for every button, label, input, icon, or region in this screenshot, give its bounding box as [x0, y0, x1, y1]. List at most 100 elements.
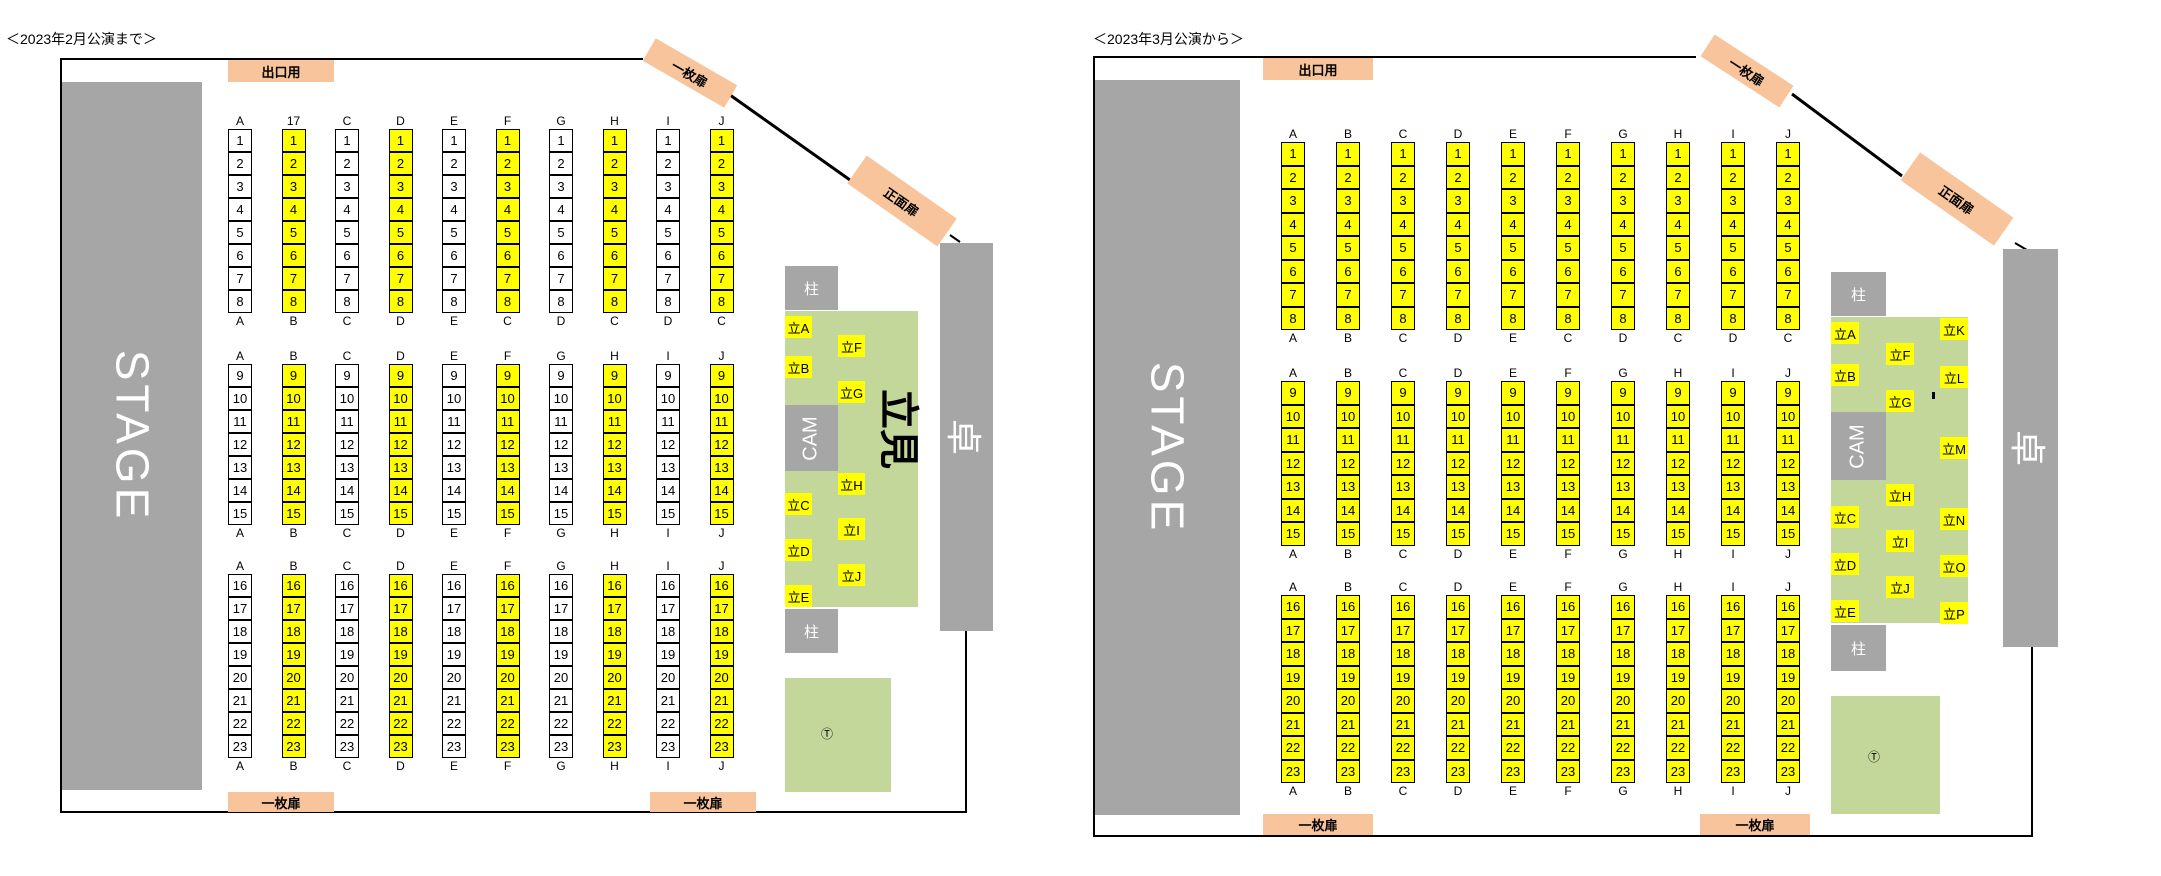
- seat[interactable]: 16: [602, 574, 627, 597]
- seat[interactable]: 13: [602, 456, 627, 479]
- seat[interactable]: 14: [1336, 498, 1360, 522]
- seat[interactable]: 22: [1666, 736, 1690, 760]
- seat[interactable]: 12: [495, 433, 520, 456]
- seat[interactable]: 16: [549, 574, 573, 597]
- seat[interactable]: 23: [602, 735, 627, 758]
- seat[interactable]: 13: [1446, 475, 1470, 499]
- seat[interactable]: 2: [335, 152, 359, 175]
- seat[interactable]: 21: [1281, 712, 1305, 736]
- seat[interactable]: 15: [709, 502, 734, 525]
- seat[interactable]: 20: [388, 666, 413, 689]
- seat[interactable]: 22: [281, 712, 306, 735]
- seat[interactable]: 21: [602, 689, 627, 712]
- seat[interactable]: 19: [281, 643, 306, 666]
- seat[interactable]: 6: [1446, 259, 1470, 283]
- seat[interactable]: 1: [1666, 142, 1690, 166]
- seat[interactable]: 7: [1446, 283, 1470, 307]
- seat[interactable]: 4: [228, 198, 252, 221]
- seat[interactable]: 2: [1336, 165, 1360, 189]
- seat[interactable]: 17: [656, 597, 680, 620]
- seat[interactable]: 17: [1446, 618, 1470, 642]
- seat[interactable]: 9: [495, 364, 520, 387]
- seat[interactable]: 19: [709, 643, 734, 666]
- seat[interactable]: 11: [1721, 428, 1745, 452]
- seat[interactable]: 22: [549, 712, 573, 735]
- seat[interactable]: 19: [1501, 665, 1525, 689]
- seat[interactable]: 19: [1391, 665, 1415, 689]
- seat[interactable]: 8: [1776, 306, 1800, 330]
- seat[interactable]: 17: [388, 597, 413, 620]
- seat[interactable]: 1: [228, 129, 252, 152]
- seat[interactable]: 23: [1446, 759, 1470, 783]
- seat[interactable]: 21: [656, 689, 680, 712]
- seat[interactable]: 17: [1501, 618, 1525, 642]
- seat[interactable]: 12: [1776, 451, 1800, 475]
- seat[interactable]: 9: [549, 364, 573, 387]
- seat[interactable]: 8: [1666, 306, 1690, 330]
- seat[interactable]: 4: [1391, 212, 1415, 236]
- seat[interactable]: 16: [1391, 595, 1415, 619]
- seat[interactable]: 22: [495, 712, 520, 735]
- seat[interactable]: 23: [388, 735, 413, 758]
- seat[interactable]: 3: [1556, 189, 1580, 213]
- seat[interactable]: 13: [442, 456, 466, 479]
- seat[interactable]: 3: [388, 175, 413, 198]
- seat[interactable]: 14: [495, 479, 520, 502]
- seat[interactable]: 21: [1446, 712, 1470, 736]
- seat[interactable]: 14: [1391, 498, 1415, 522]
- seat[interactable]: 3: [1446, 189, 1470, 213]
- seat[interactable]: 21: [1501, 712, 1525, 736]
- seat[interactable]: 5: [1281, 236, 1305, 260]
- seat[interactable]: 22: [388, 712, 413, 735]
- seat[interactable]: 9: [1721, 381, 1745, 405]
- seat[interactable]: 14: [1611, 498, 1635, 522]
- seat[interactable]: 19: [656, 643, 680, 666]
- seat[interactable]: 16: [1281, 595, 1305, 619]
- seat[interactable]: 11: [1336, 428, 1360, 452]
- seat[interactable]: 23: [281, 735, 306, 758]
- seat[interactable]: 6: [549, 244, 573, 267]
- seat[interactable]: 7: [1611, 283, 1635, 307]
- seat[interactable]: 9: [1611, 381, 1635, 405]
- seat[interactable]: 11: [1281, 428, 1305, 452]
- seat[interactable]: 1: [602, 129, 627, 152]
- seat[interactable]: 18: [1281, 642, 1305, 666]
- seat[interactable]: 18: [602, 620, 627, 643]
- seat[interactable]: 20: [495, 666, 520, 689]
- seat[interactable]: 13: [335, 456, 359, 479]
- seat[interactable]: 13: [1556, 475, 1580, 499]
- seat[interactable]: 1: [495, 129, 520, 152]
- seat[interactable]: 19: [1776, 665, 1800, 689]
- seat[interactable]: 17: [1336, 618, 1360, 642]
- seat[interactable]: 9: [335, 364, 359, 387]
- seat[interactable]: 8: [388, 290, 413, 313]
- seat[interactable]: 19: [549, 643, 573, 666]
- seat[interactable]: 1: [442, 129, 466, 152]
- seat[interactable]: 9: [1281, 381, 1305, 405]
- seat[interactable]: 18: [495, 620, 520, 643]
- seat[interactable]: 15: [549, 502, 573, 525]
- seat[interactable]: 5: [1501, 236, 1525, 260]
- seat[interactable]: 12: [228, 433, 252, 456]
- seat[interactable]: 14: [228, 479, 252, 502]
- seat[interactable]: 17: [228, 597, 252, 620]
- seat[interactable]: 18: [281, 620, 306, 643]
- seat[interactable]: 16: [281, 574, 306, 597]
- seat[interactable]: 4: [709, 198, 734, 221]
- seat[interactable]: 22: [656, 712, 680, 735]
- seat[interactable]: 18: [709, 620, 734, 643]
- seat[interactable]: 2: [1281, 165, 1305, 189]
- seat[interactable]: 15: [1391, 522, 1415, 546]
- seat[interactable]: 3: [442, 175, 466, 198]
- seat[interactable]: 19: [1556, 665, 1580, 689]
- seat[interactable]: 2: [442, 152, 466, 175]
- seat[interactable]: 4: [1501, 212, 1525, 236]
- seat[interactable]: 14: [1776, 498, 1800, 522]
- seat[interactable]: 15: [1336, 522, 1360, 546]
- seat[interactable]: 12: [388, 433, 413, 456]
- seat[interactable]: 15: [1776, 522, 1800, 546]
- seat[interactable]: 4: [1336, 212, 1360, 236]
- seat[interactable]: 9: [602, 364, 627, 387]
- seat[interactable]: 16: [1666, 595, 1690, 619]
- seat[interactable]: 21: [1336, 712, 1360, 736]
